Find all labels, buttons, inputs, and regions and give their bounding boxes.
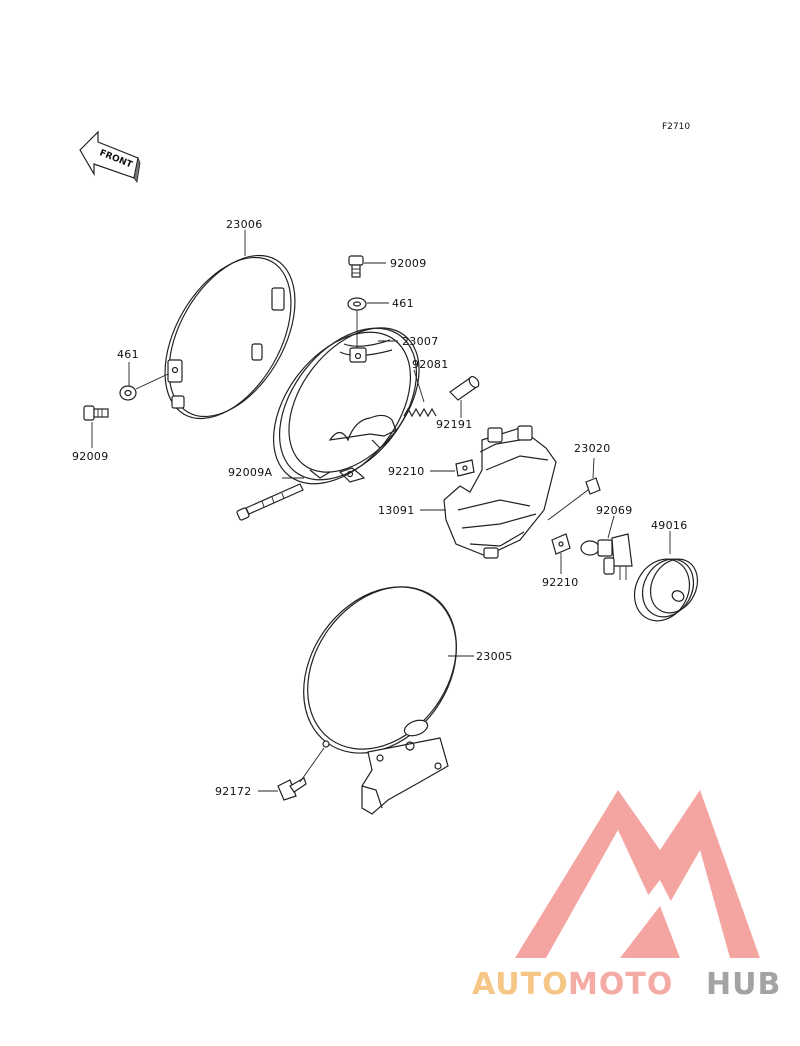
label-boot: 49016	[651, 519, 688, 532]
housing-part	[272, 327, 420, 485]
watermark-text-hub: HUB	[706, 967, 781, 1002]
label-bulb: 92069	[596, 504, 633, 517]
label-screw: 92172	[215, 785, 252, 798]
clip-upper-part	[455, 459, 475, 477]
watermark-triangle-icon	[515, 790, 760, 958]
watermark-logo: AUTO MOTO HUB	[472, 790, 781, 1002]
label-bolt-top: 92009	[390, 257, 427, 270]
label-clip-upper: 92210	[388, 465, 425, 478]
label-washer-left: 461	[117, 348, 139, 361]
diagram-code: F2710	[662, 122, 690, 132]
bolt-left-part	[83, 405, 109, 421]
label-socket: 23020	[574, 442, 611, 455]
label-housing: 23007	[402, 335, 439, 348]
collar-part	[449, 375, 480, 401]
bracket-part	[443, 425, 557, 559]
bolt-top-part	[348, 255, 364, 278]
watermark-text-moto: MOTO	[568, 967, 673, 1002]
socket-part	[585, 477, 601, 495]
label-bracket: 13091	[378, 504, 415, 517]
bulb-part	[580, 533, 633, 580]
watermark-text-auto: AUTO	[472, 967, 569, 1002]
long-bolt-part	[236, 483, 304, 521]
label-bolt-left: 92009	[72, 450, 109, 463]
washer-top-part	[347, 297, 367, 311]
rim-part	[164, 254, 296, 420]
front-arrow-icon: FRONT	[79, 130, 141, 183]
label-lens: 23005	[476, 650, 513, 663]
label-washer-top: 461	[392, 297, 414, 310]
label-clip-lower: 92210	[542, 576, 579, 589]
label-long-bolt: 92009A	[228, 466, 272, 479]
lens-part	[303, 586, 457, 815]
label-collar: 92191	[436, 418, 473, 431]
label-spring: 92081	[412, 358, 449, 371]
label-rim: 23006	[226, 218, 263, 231]
clip-lower-part	[551, 533, 571, 555]
boot-part	[633, 558, 699, 622]
washer-left-part	[119, 385, 137, 401]
spring-part	[403, 407, 437, 418]
screw-part	[277, 777, 307, 801]
